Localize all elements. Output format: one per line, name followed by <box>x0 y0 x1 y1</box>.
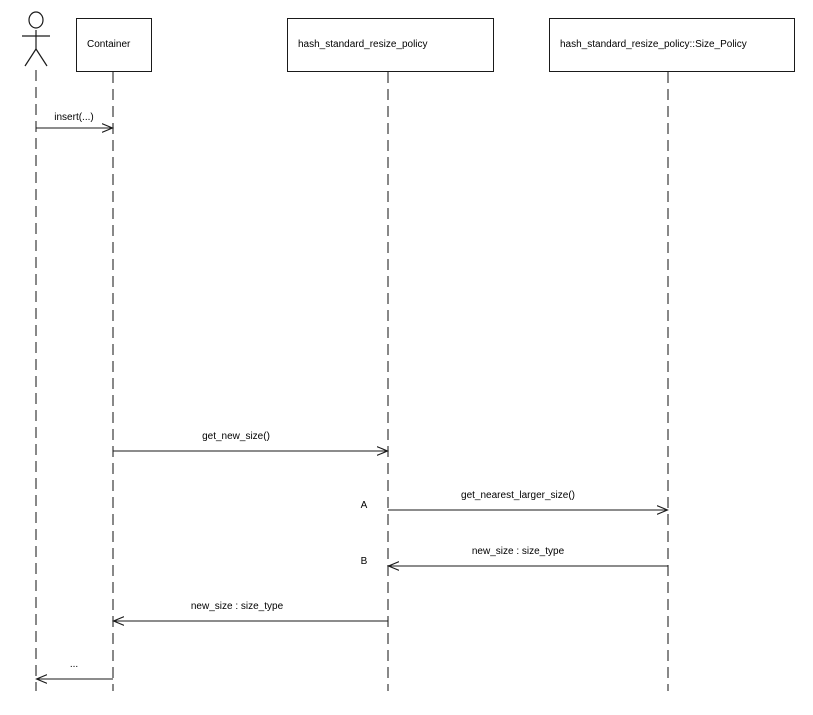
message-label-msg-get-new-size: get_new_size() <box>202 431 270 442</box>
actor-leg-left <box>24 48 37 67</box>
message-arrows-group <box>36 128 668 679</box>
participant-box-hash_standard_resize_policy_size_policy[interactable]: hash_standard_resize_policy::Size_Policy <box>549 18 795 72</box>
lifelines-group <box>35 70 669 691</box>
message-label-msg-return-new-size-outer: new_size : size_type <box>190 601 284 612</box>
message-label-msg-return-new-size-inner: new_size : size_type <box>471 546 565 557</box>
actor-head <box>28 11 44 29</box>
actor-leg-right <box>35 48 48 67</box>
participant-label: hash_standard_resize_policy <box>298 39 428 50</box>
participant-label: Container <box>87 39 131 50</box>
message-label-msg-get-nearest-larger-size: get_nearest_larger_size() <box>461 490 575 501</box>
message-label-msg-insert: insert(...) <box>54 112 94 123</box>
actor-icon <box>22 11 50 67</box>
sequence-marker-a: A <box>360 500 368 511</box>
participant-box-container[interactable]: Container <box>76 18 152 72</box>
sequence-marker-b: B <box>360 556 368 567</box>
participant-box-hash_standard_resize_policy[interactable]: hash_standard_resize_policy <box>287 18 494 72</box>
participant-label: hash_standard_resize_policy::Size_Policy <box>560 39 747 50</box>
message-label-msg-return-ellipsis: ... <box>69 659 79 670</box>
